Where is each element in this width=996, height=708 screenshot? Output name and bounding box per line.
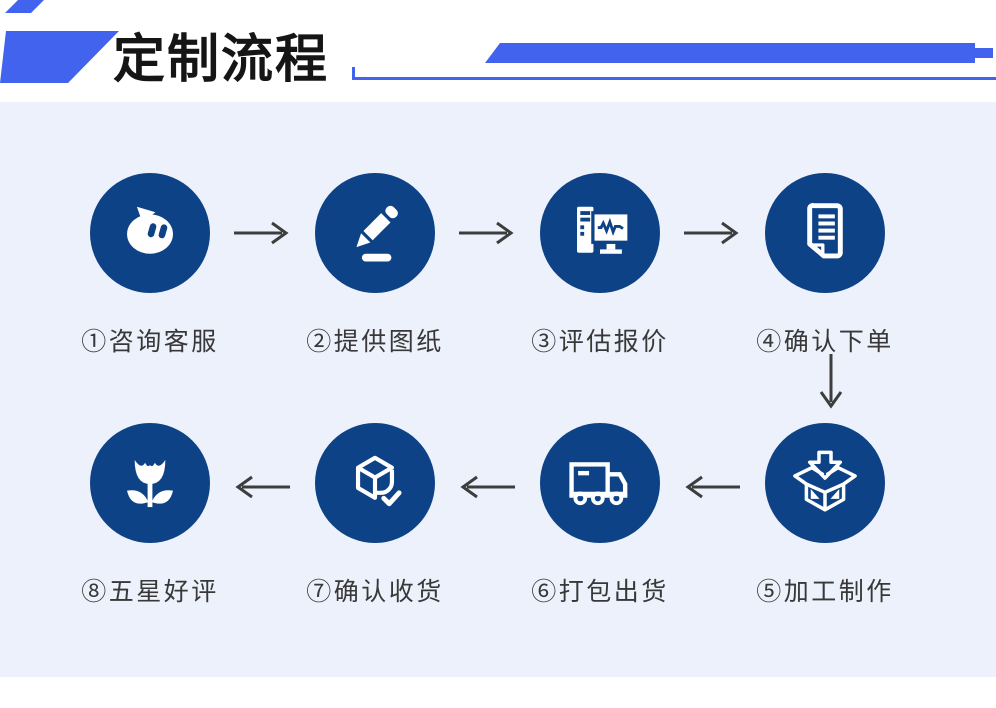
flower-icon [127,460,173,508]
step-6-ship: ⑥打包出货 [515,423,685,608]
arrow-right-icon [684,221,739,245]
step-label: ②提供图纸 [306,328,444,356]
step-circle [315,423,435,543]
step-circle [765,173,885,293]
step-label: ④确认下单 [756,328,894,356]
step-circle [765,423,885,543]
arrow-right-icon [234,221,289,245]
step-2-drawings: ②提供图纸 [290,173,460,358]
box-arrow-icon [793,450,857,512]
step-1-consult: ①咨询客服 [65,173,235,358]
arrow-left-icon [235,475,290,499]
chat-bubble-icon [127,206,173,254]
truck-icon [569,462,628,506]
step-label: ⑥打包出货 [531,578,669,606]
step-label: ①咨询客服 [81,328,219,356]
step-circle [540,173,660,293]
step-3-quote: ③评估报价 [515,173,685,358]
step-circle [315,173,435,293]
step-circle [540,423,660,543]
step-label: ⑤加工制作 [756,578,894,606]
computer-quote-icon [577,206,631,254]
arrow-right-icon [459,221,514,245]
arrow-left-icon [685,475,740,499]
step-label: ⑦确认收货 [306,578,444,606]
step-circle [90,173,210,293]
arrow-left-icon [460,475,515,499]
arrow-down-icon [819,354,843,409]
page-title: 定制流程 [113,31,330,89]
step-5-manufacture: ⑤加工制作 [740,423,910,608]
header-decoration [0,0,996,83]
step-7-receive: ⑦确认收货 [290,423,460,608]
step-label: ③评估报价 [531,328,669,356]
step-8-review: ⑧五星好评 [65,423,235,608]
package-check-icon [355,455,402,507]
pencil-icon [356,205,398,262]
step-label: ⑧五星好评 [81,578,219,606]
order-document-icon [807,203,843,259]
step-circle [90,423,210,543]
step-4-order: ④确认下单 [740,173,910,358]
